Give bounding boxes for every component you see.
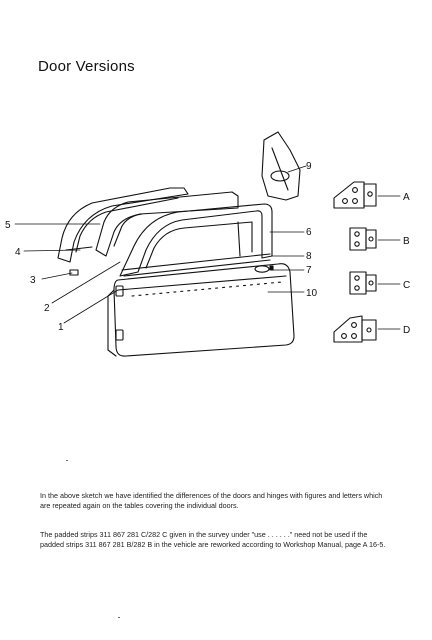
- hinge-label-d: D: [403, 325, 410, 336]
- callout-5: 5: [5, 220, 11, 231]
- callout-10: 10: [306, 288, 318, 299]
- callout-4: 4: [15, 247, 21, 258]
- callout-3: 3: [30, 275, 36, 286]
- paragraph-differences: In the above sketch we have identified t…: [40, 491, 383, 510]
- callout-9: 9: [306, 161, 312, 172]
- door-diagram: 1 2 3 4 5 6 7 8 9 10 A B C D: [5, 131, 410, 357]
- hinge-label-c: C: [403, 280, 410, 291]
- callout-6: 6: [306, 227, 312, 238]
- lock-inset: [261, 131, 301, 201]
- scan-speck: [66, 460, 68, 461]
- door-frame-middle: [95, 191, 239, 257]
- callout-8: 8: [306, 251, 312, 262]
- hinge-d-drawing: [333, 315, 377, 343]
- hinge-c-drawing: [349, 271, 377, 295]
- hinge-b-drawing: [349, 227, 377, 251]
- callout-1: 1: [58, 322, 64, 333]
- hinge-label-b: B: [403, 236, 410, 247]
- callout-7: 7: [306, 265, 312, 276]
- door-front: [65, 203, 295, 357]
- hinge-a-drawing: [333, 181, 377, 209]
- callout-2: 2: [44, 303, 50, 314]
- hinge-label-a: A: [403, 192, 410, 203]
- scan-speck: [118, 617, 120, 618]
- leader-lines: [14, 165, 401, 330]
- page-title: Door Versions: [38, 58, 135, 75]
- paragraph-padded-strips: The padded strips 311 867 281 C/282 C gi…: [40, 530, 386, 549]
